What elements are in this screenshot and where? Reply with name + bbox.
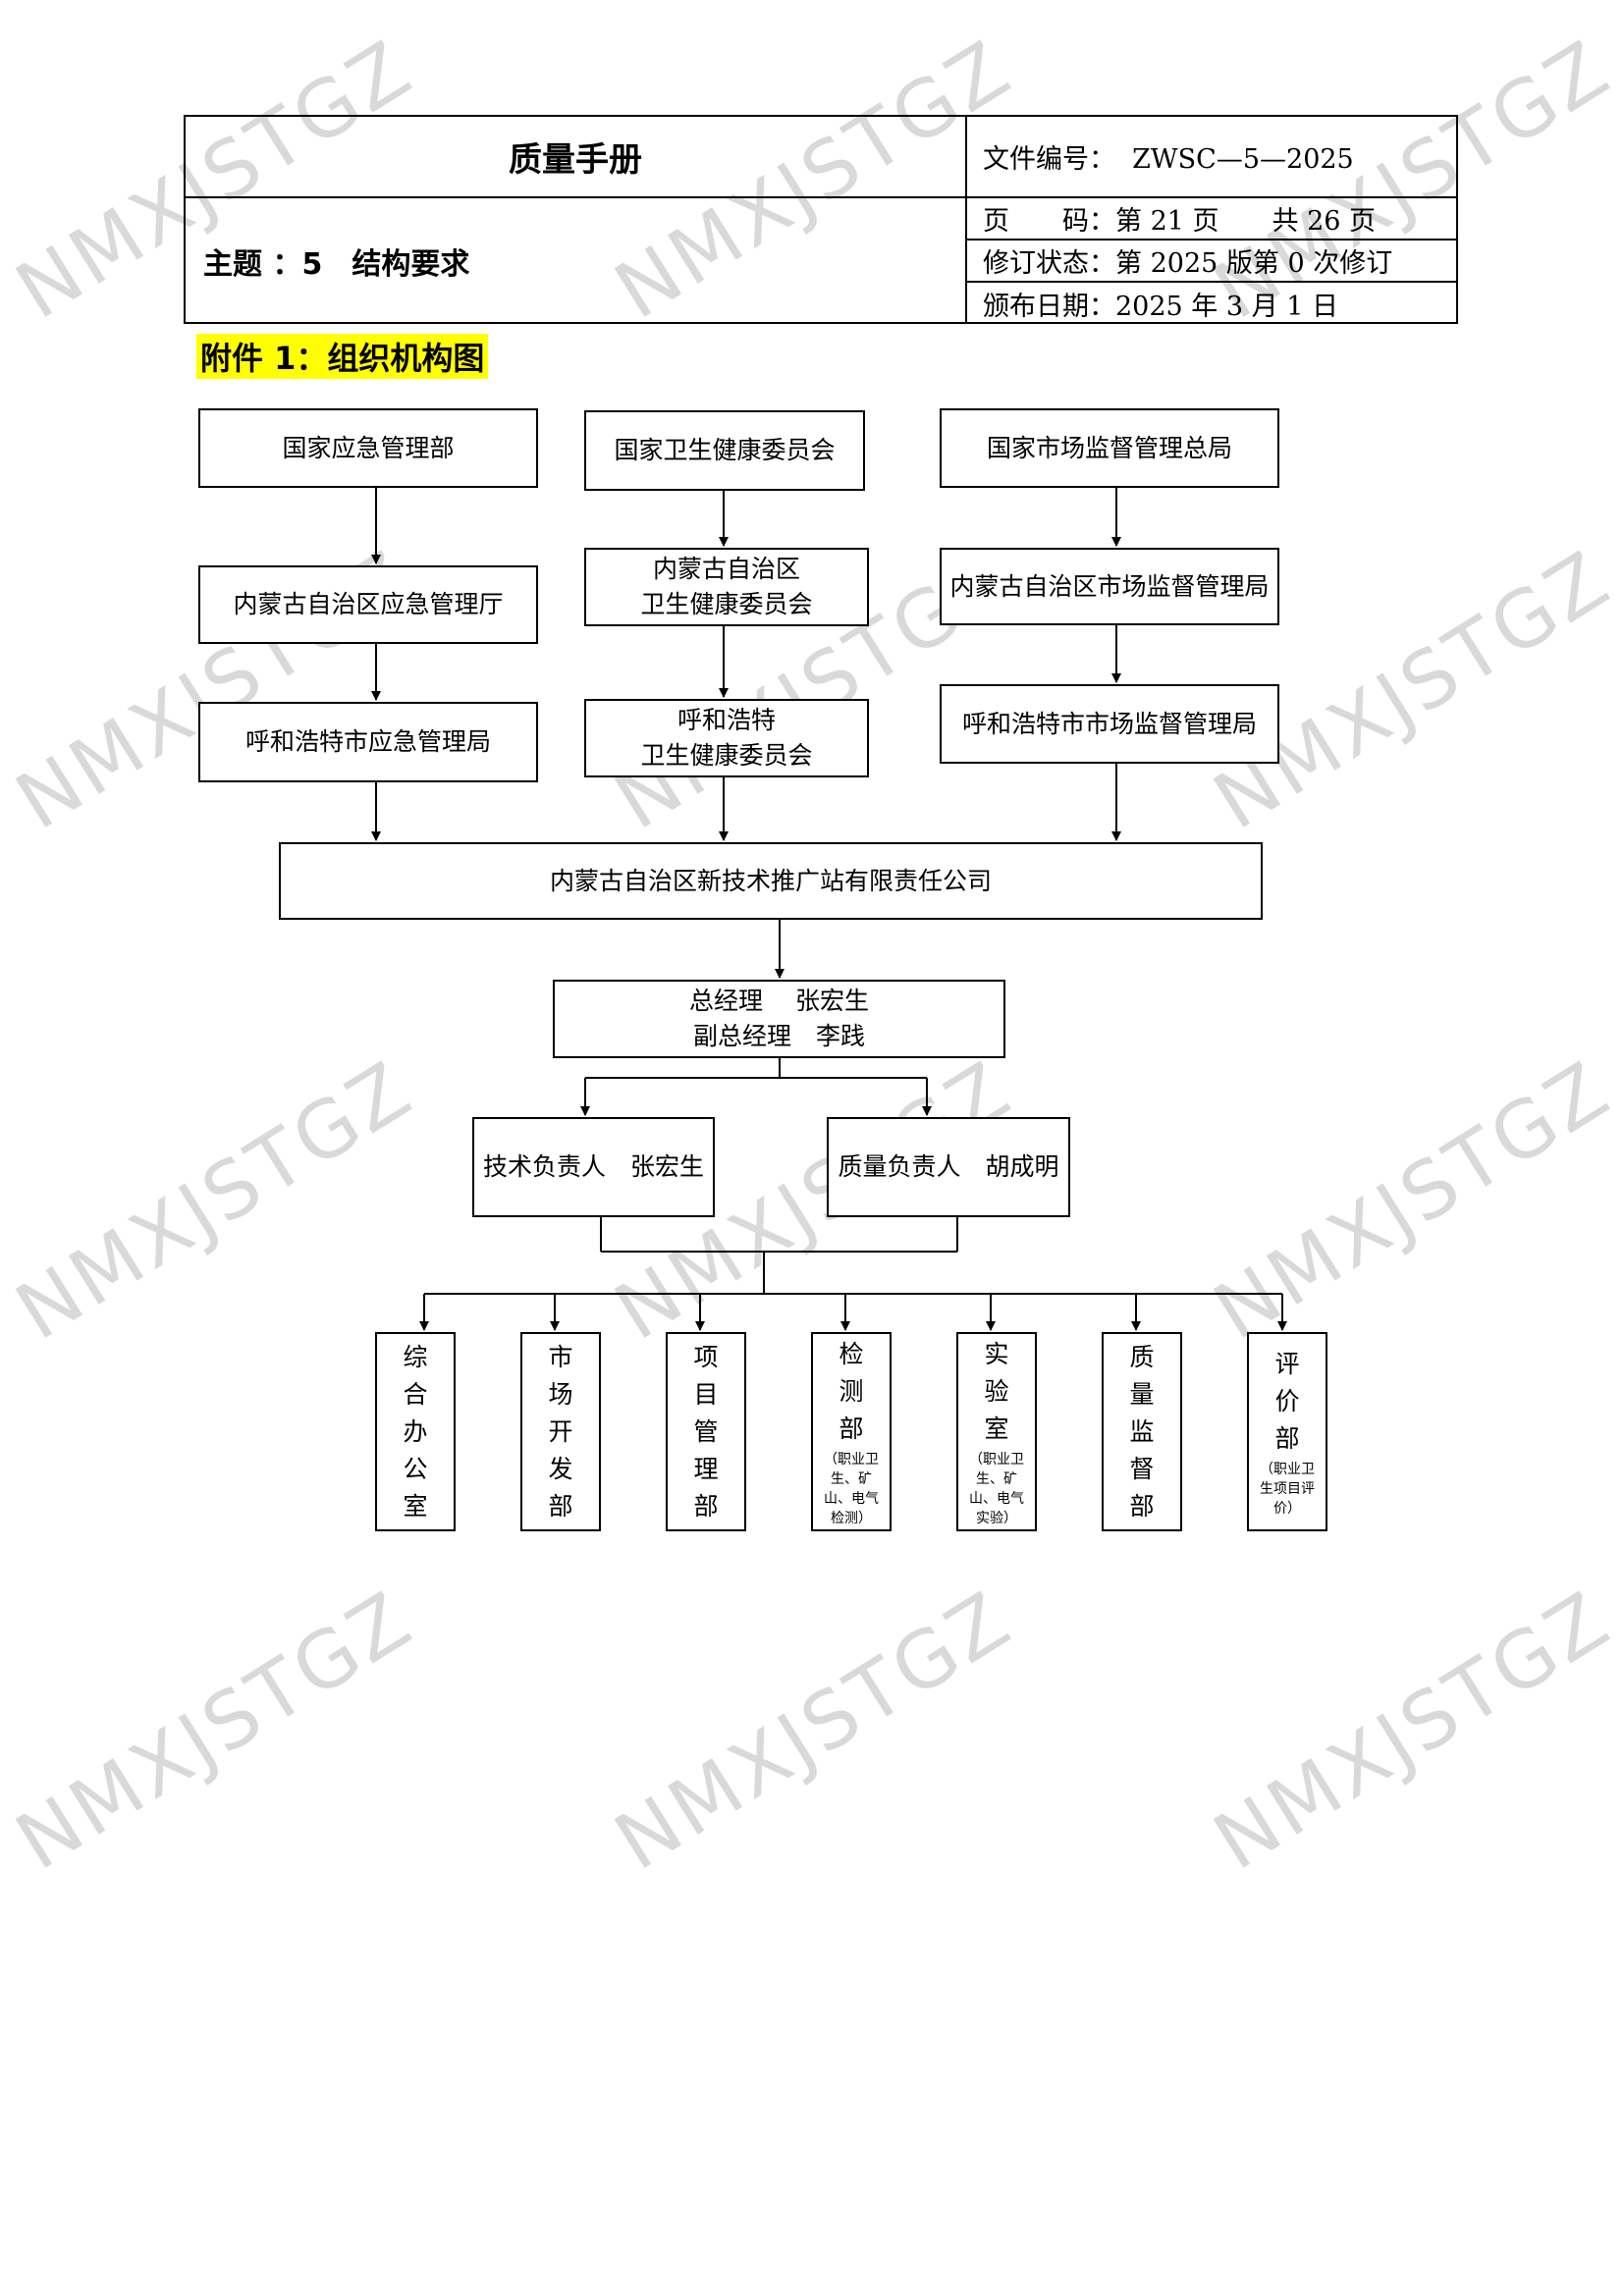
issue-date: 颁布日期：2025 年 3 月 1 日: [983, 291, 1338, 322]
org-box-city-emergency: 呼和浩特市应急管理局: [198, 702, 538, 782]
dept-laboratory: 实验室 （职业卫生、矿山、电气实验）: [956, 1332, 1037, 1531]
dept-testing: 检测部 （职业卫生、矿山、电气检测）: [811, 1332, 892, 1531]
org-box-region-market: 内蒙古自治区市场监督管理局: [940, 548, 1279, 625]
dept-label: 实验室: [984, 1339, 1009, 1443]
org-box-city-health: 呼和浩特 卫生健康委员会: [584, 699, 869, 777]
dept-label: 质量监督部: [1129, 1342, 1155, 1521]
document-title: 质量手册: [186, 117, 967, 198]
dept-label: 检测部: [839, 1339, 864, 1443]
org-box-region-emergency: 内蒙古自治区应急管理厅: [198, 565, 538, 644]
dept-label: 综合办公室: [403, 1342, 428, 1521]
document-subject: 主题 ：5 结构要求: [186, 198, 967, 324]
org-box-national-emergency: 国家应急管理部: [198, 408, 538, 488]
org-box-national-market: 国家市场监督管理总局: [940, 408, 1279, 488]
dept-label: 市场开发部: [548, 1342, 573, 1521]
org-box-company: 内蒙古自治区新技术推广站有限责任公司: [279, 842, 1263, 920]
org-box-management: 总经理 张宏生 副总经理 李践: [553, 980, 1005, 1058]
dept-general-office: 综合办公室: [375, 1332, 456, 1531]
dept-note: （职业卫生、矿山、电气实验）: [969, 1451, 1024, 1526]
dept-label: 项目管理部: [693, 1342, 719, 1521]
page-number: 页 码：第 21 页 共 26 页: [967, 198, 1458, 240]
revision-status: 修订状态：第 2025 版第 0 次修订: [967, 240, 1458, 283]
org-box-tech-lead: 技术负责人 张宏生: [472, 1117, 715, 1217]
org-box-region-health: 内蒙古自治区 卫生健康委员会: [584, 548, 869, 626]
dept-note: （职业卫生项目评价）: [1260, 1461, 1315, 1517]
dept-quality-supervision: 质量监督部: [1102, 1332, 1182, 1531]
dept-evaluation: 评价部 （职业卫生项目评价）: [1247, 1332, 1327, 1531]
dept-project-management: 项目管理部: [666, 1332, 746, 1531]
dept-market-development: 市场开发部: [520, 1332, 601, 1531]
dept-note: （职业卫生、矿山、电气检测）: [824, 1451, 879, 1526]
attachment-title: 附件 1：组织机构图: [196, 334, 489, 379]
org-box-national-health: 国家卫生健康委员会: [584, 410, 865, 491]
org-box-city-market: 呼和浩特市市场监督管理局: [940, 684, 1279, 764]
document-number: 文件编号： ZWSC—5—2025: [967, 117, 1458, 198]
header-table: 质量手册 主题 ：5 结构要求 文件编号： ZWSC—5—2025 页 码：第 …: [184, 115, 1458, 324]
dept-label: 评价部: [1274, 1349, 1300, 1453]
org-box-quality-lead: 质量负责人 胡成明: [827, 1117, 1070, 1217]
